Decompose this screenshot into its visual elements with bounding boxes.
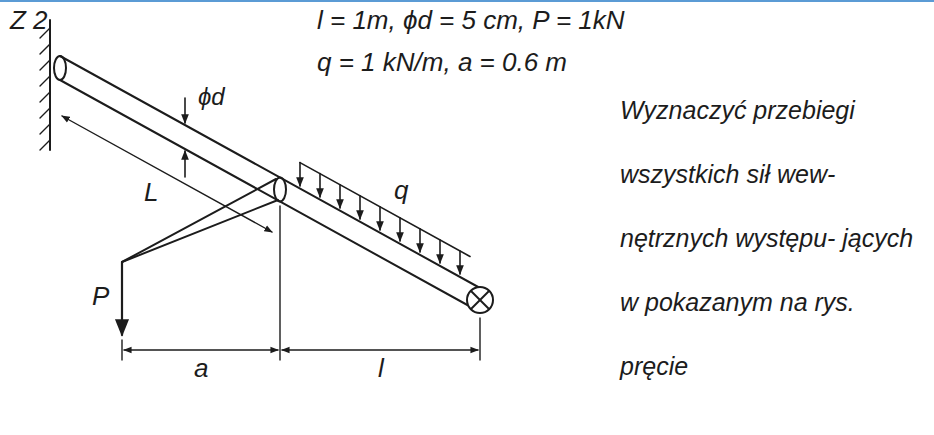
frame-line — [0, 0, 934, 2]
task-text: Wyznaczyć przebiegi wszystkich sił wew- … — [618, 78, 922, 398]
dimension-line — [62, 116, 272, 232]
force-arrow — [121, 262, 123, 335]
wall — [49, 20, 51, 150]
force-label: P — [90, 282, 111, 311]
distributed-load — [300, 163, 470, 274]
diameter-arrow — [184, 151, 186, 177]
dimension-line — [122, 206, 480, 360]
dimension-label: L — [142, 178, 160, 207]
load-label: q — [392, 176, 410, 205]
dimension-label: l — [376, 354, 386, 383]
given-data: l = 1m, ϕd = 5 cm, P = 1kN — [315, 6, 627, 35]
rod — [54, 56, 493, 313]
dimension-label: a — [192, 354, 210, 383]
diameter-arrow — [184, 98, 186, 123]
problem-number: Z 2 — [8, 6, 50, 35]
dimension-label: ϕd — [196, 84, 227, 110]
given-data: q = 1 kN/m, a = 0.6 m — [315, 48, 569, 77]
wall-hatch — [40, 28, 50, 150]
